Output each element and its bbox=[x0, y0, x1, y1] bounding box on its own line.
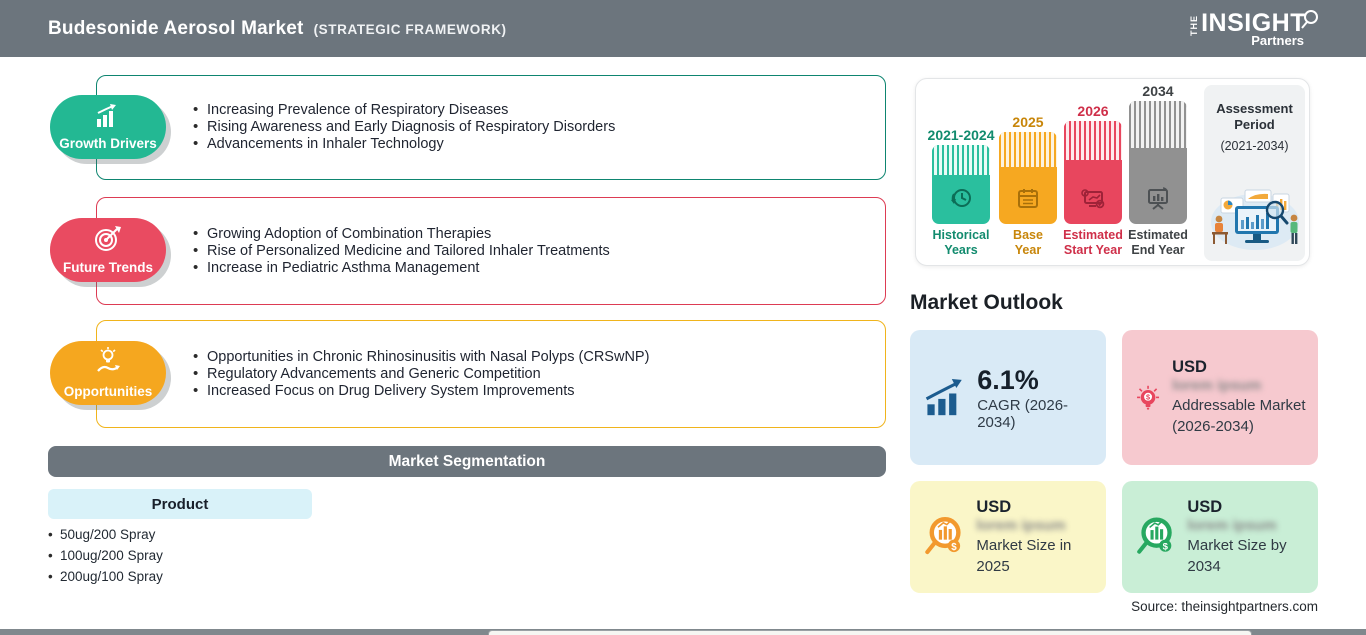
timeline-bar-historical bbox=[932, 145, 990, 224]
currency-label: USD bbox=[1187, 497, 1223, 516]
bar-stripes bbox=[932, 145, 990, 175]
currency-label: USD bbox=[976, 497, 1012, 516]
svg-text:$: $ bbox=[951, 542, 957, 553]
bulb-hand-icon bbox=[93, 347, 123, 382]
market-size-2034-card: $ USD lorem ipsum Market Size by 2034 bbox=[1122, 481, 1318, 593]
growth-drivers-badge: Growth Drivers bbox=[50, 95, 166, 159]
cagr-label: CAGR (2026-2034) bbox=[977, 396, 1069, 431]
blurred-value: lorem ipsum bbox=[1187, 516, 1277, 534]
product-item: 100ug/200 Spray bbox=[48, 545, 163, 566]
market-outlook-title: Market Outlook bbox=[910, 291, 1063, 314]
history-clock-icon bbox=[951, 189, 971, 207]
opportunities-list: Opportunities in Chronic Rhinosinusitis … bbox=[193, 348, 885, 400]
product-item: 50ug/200 Spray bbox=[48, 524, 163, 545]
assessment-period-title: Assessment Period bbox=[1216, 101, 1293, 132]
bar-stripes bbox=[1129, 101, 1187, 148]
product-category-box: Product bbox=[48, 489, 312, 519]
target-dart-icon bbox=[93, 225, 123, 258]
svg-text:$: $ bbox=[1163, 542, 1169, 553]
badge-label: Future Trends bbox=[62, 260, 153, 275]
timeline-bar-label: Historical bbox=[932, 228, 990, 242]
segmentation-title: Market Segmentation bbox=[388, 452, 546, 470]
blurred-value: lorem ipsum bbox=[1172, 377, 1262, 394]
bullet-item: Growing Adoption of Combination Therapie… bbox=[193, 225, 885, 243]
bottom-partial-panel bbox=[488, 630, 1252, 635]
timeline-bar-base bbox=[999, 132, 1057, 224]
analytics-illustration bbox=[1207, 186, 1302, 257]
future-trends-list: Growing Adoption of Combination Therapie… bbox=[193, 225, 885, 277]
timeline-year: 2025 bbox=[1012, 114, 1044, 130]
card-label: Market Size in 2025 bbox=[976, 536, 1072, 575]
page-subtitle: (STRATEGIC FRAMEWORK) bbox=[313, 21, 507, 37]
magnifier-icon bbox=[1298, 9, 1320, 36]
bullet-item: Opportunities in Chronic Rhinosinusitis … bbox=[193, 348, 885, 366]
currency-label: USD bbox=[1172, 358, 1207, 376]
opportunities-box: Opportunities in Chronic Rhinosinusitis … bbox=[96, 320, 886, 428]
cagr-card: 6.1% CAGR (2026-2034) bbox=[910, 330, 1106, 465]
future-trends-badge: Future Trends bbox=[50, 218, 166, 282]
growth-drivers-list: Increasing Prevalence of Respiratory Dis… bbox=[193, 101, 885, 153]
header-titles: Budesonide Aerosol Market (STRATEGIC FRA… bbox=[48, 18, 507, 40]
bullet-item: Advancements in Inhaler Technology bbox=[193, 135, 885, 153]
addressable-market-card: $ USD lorem ipsum Addressable Market (20… bbox=[1122, 330, 1318, 465]
timeline-bar-estimated-start bbox=[1064, 121, 1122, 224]
logo-partners-text: Partners bbox=[1251, 32, 1304, 48]
timeline-bar-estimated-end bbox=[1129, 101, 1187, 224]
calendar-icon bbox=[1018, 189, 1038, 208]
timeline-bar-label: Estimated bbox=[1063, 228, 1123, 242]
opportunities-badge: Opportunities bbox=[50, 341, 166, 405]
forecast-monitor-icon bbox=[1081, 189, 1105, 209]
page-title: Budesonide Aerosol Market bbox=[48, 17, 304, 39]
insight-partners-logo: The INSIGHT Partners bbox=[1189, 8, 1322, 48]
logo-the-text: The bbox=[1189, 14, 1200, 36]
timeline-bar-label: Base bbox=[1013, 228, 1043, 242]
market-segmentation-bar: Market Segmentation bbox=[48, 446, 886, 477]
magnifier-chart-icon: $ bbox=[925, 517, 961, 555]
timeline-year: 2021-2024 bbox=[927, 127, 995, 143]
presentation-chart-icon bbox=[1148, 187, 1168, 210]
svg-text:$: $ bbox=[1146, 392, 1150, 401]
assessment-period-range: (2021-2034) bbox=[1220, 139, 1289, 153]
bullet-item: Increasing Prevalence of Respiratory Dis… bbox=[193, 101, 885, 119]
growth-chart-icon bbox=[925, 378, 962, 415]
bar-stripes bbox=[1064, 121, 1122, 160]
market-size-2025-card: $ USD lorem ipsum Market Size in 2025 bbox=[910, 481, 1106, 593]
bullet-item: Rise of Personalized Medicine and Tailor… bbox=[193, 242, 885, 260]
bullet-item: Increased Focus on Drug Delivery System … bbox=[193, 382, 885, 400]
magnifier-chart-icon: $ bbox=[1137, 517, 1172, 554]
card-label: Market Size by 2034 bbox=[1187, 536, 1287, 575]
source-attribution: Source: theinsightpartners.com bbox=[1131, 599, 1318, 614]
future-trends-box: Growing Adoption of Combination Therapie… bbox=[96, 197, 886, 305]
bar-chart-arrow-icon bbox=[91, 103, 125, 134]
timeline-year: 2026 bbox=[1077, 103, 1109, 119]
cagr-value: 6.1% bbox=[977, 364, 1039, 395]
logo-insight-text: INSIGHT bbox=[1201, 8, 1306, 37]
header-bar: Budesonide Aerosol Market (STRATEGIC FRA… bbox=[0, 0, 1366, 57]
bullet-item: Increase in Pediatric Asthma Management bbox=[193, 259, 885, 277]
bullet-item: Regulatory Advancements and Generic Comp… bbox=[193, 365, 885, 383]
product-item: 200ug/100 Spray bbox=[48, 566, 163, 587]
card-label: Addressable Market (2026-2034) bbox=[1172, 397, 1306, 435]
product-items-list: 50ug/200 Spray 100ug/200 Spray 200ug/100… bbox=[48, 524, 163, 587]
bullet-item: Rising Awareness and Early Diagnosis of … bbox=[193, 118, 885, 136]
product-category-label: Product bbox=[151, 495, 209, 513]
assessment-period-panel: Assessment Period (2021-2034) bbox=[1204, 85, 1305, 261]
badge-label: Growth Drivers bbox=[59, 136, 157, 151]
growth-drivers-box: Increasing Prevalence of Respiratory Dis… bbox=[96, 75, 886, 180]
bulb-dollar-icon: $ bbox=[1137, 385, 1160, 410]
timeline-year: 2034 bbox=[1142, 83, 1174, 99]
blurred-value: lorem ipsum bbox=[976, 516, 1066, 534]
badge-label: Opportunities bbox=[63, 384, 153, 399]
timeline-bar-label: Estimated bbox=[1128, 228, 1188, 242]
bar-stripes bbox=[999, 132, 1057, 167]
